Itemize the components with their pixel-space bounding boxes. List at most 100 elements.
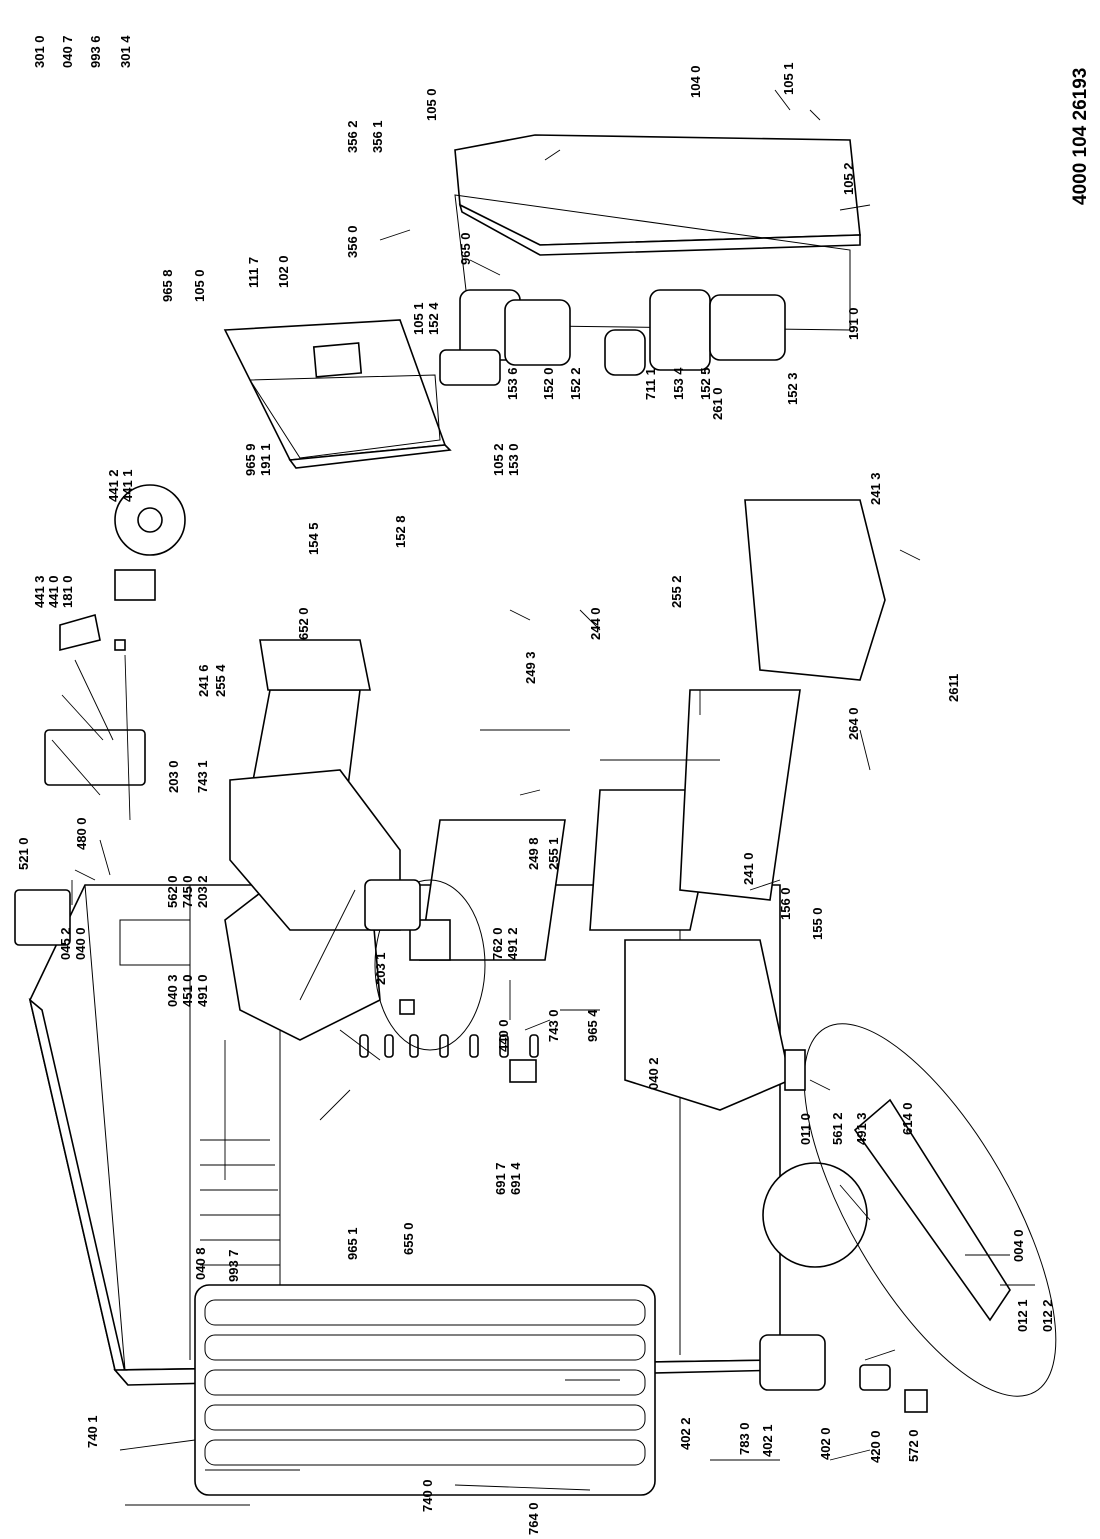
evaporator-assembly xyxy=(224,769,486,1051)
part-label: 743 0 xyxy=(546,1009,561,1042)
part-label: 420 0 xyxy=(868,1430,883,1463)
part-label: 561 2 xyxy=(830,1112,845,1145)
part-label: 152 5 xyxy=(698,367,713,400)
shelves xyxy=(239,639,801,961)
part-label: 045 2 xyxy=(58,927,73,960)
fridge-door xyxy=(454,134,861,331)
part-label: 655 0 xyxy=(401,1222,416,1255)
part-label: 191 0 xyxy=(846,307,861,340)
part-label: 255 2 xyxy=(669,575,684,608)
part-label: 491 0 xyxy=(195,974,210,1007)
part-label: 105 0 xyxy=(192,269,207,302)
part-label: 440 0 xyxy=(496,1019,511,1052)
part-label: 249 8 xyxy=(526,837,541,870)
part-label: 040 3 xyxy=(165,974,180,1007)
part-label: 153 0 xyxy=(506,443,521,476)
part-label: 040 0 xyxy=(73,927,88,960)
part-label: 264 0 xyxy=(846,707,861,740)
part-label: 993 7 xyxy=(226,1249,241,1282)
condenser xyxy=(194,1284,656,1496)
part-label: 480 0 xyxy=(74,817,89,850)
part-label: 301 0 xyxy=(32,35,47,68)
part-label: 152 8 xyxy=(393,515,408,548)
part-label: 241 3 xyxy=(868,472,883,505)
part-label: 965 9 xyxy=(243,443,258,476)
part-label: 152 0 xyxy=(541,367,556,400)
part-label: 451 0 xyxy=(180,974,195,1007)
part-label: 691 4 xyxy=(508,1162,523,1195)
part-label: 104 0 xyxy=(688,65,703,98)
part-label: 743 1 xyxy=(195,760,210,793)
part-label: 562 0 xyxy=(165,875,180,908)
part-label: 004 0 xyxy=(1011,1229,1026,1262)
part-label: 402 0 xyxy=(818,1427,833,1460)
document-number: 4000 104 26193 xyxy=(1070,68,1091,205)
part-label: 155 0 xyxy=(810,907,825,940)
part-label: 745 0 xyxy=(180,875,195,908)
part-label: 011 0 xyxy=(798,1113,813,1145)
part-label: 241 0 xyxy=(741,852,756,885)
fan-motor-assembly xyxy=(59,484,186,652)
part-label: 491 2 xyxy=(505,927,520,960)
part-label: 711 1 xyxy=(643,368,658,400)
part-label: 255 1 xyxy=(546,837,561,870)
control-board xyxy=(14,889,71,946)
part-label: 153 4 xyxy=(671,367,686,400)
part-label: 2611 xyxy=(946,674,961,702)
part-label: 441 0 xyxy=(46,575,61,608)
part-label: 152 4 xyxy=(426,302,441,335)
part-label: 764 0 xyxy=(526,1502,541,1535)
part-label: 740 0 xyxy=(420,1479,435,1512)
part-label: 152 2 xyxy=(568,367,583,400)
compressor-assembly xyxy=(759,1023,1057,1413)
part-label: 181 0 xyxy=(60,575,75,608)
part-label: 965 4 xyxy=(585,1009,600,1042)
part-label: 012 1 xyxy=(1015,1299,1030,1332)
part-label: 105 2 xyxy=(491,443,506,476)
part-label: 356 1 xyxy=(370,120,385,153)
part-label: 012 2 xyxy=(1040,1299,1055,1332)
part-label: 356 0 xyxy=(345,225,360,258)
part-label: 255 4 xyxy=(213,664,228,697)
part-label: 521 0 xyxy=(16,837,31,870)
part-label: 740 1 xyxy=(85,1415,100,1448)
part-label: 652 0 xyxy=(296,607,311,640)
door-bins xyxy=(439,289,786,386)
part-label: 111 7 xyxy=(246,257,261,288)
part-label: 614 0 xyxy=(900,1102,915,1135)
part-label: 356 2 xyxy=(345,120,360,153)
part-label: 441 1 xyxy=(120,469,135,502)
part-label: 441 3 xyxy=(32,575,47,608)
part-label: 965 8 xyxy=(160,269,175,302)
part-label: 203 2 xyxy=(195,875,210,908)
part-label: 105 1 xyxy=(781,62,796,95)
part-label: 191 1 xyxy=(258,443,273,476)
part-label: 965 0 xyxy=(458,232,473,265)
part-label: 491 3 xyxy=(854,1112,869,1145)
part-label: 040 2 xyxy=(646,1057,661,1090)
part-label: 572 0 xyxy=(906,1429,921,1462)
part-label: 965 1 xyxy=(345,1227,360,1260)
part-label: 993 6 xyxy=(88,35,103,68)
part-label: 402 2 xyxy=(678,1417,693,1450)
part-label: 244 0 xyxy=(588,607,603,640)
part-label: 153 6 xyxy=(505,367,520,400)
part-label: 783 0 xyxy=(737,1422,752,1455)
part-label: 301 4 xyxy=(118,35,133,68)
leader-lines xyxy=(51,89,1035,1506)
part-labels: 045 2 040 0 301 0 040 7 993 6 301 4 480 … xyxy=(16,35,1055,1535)
part-label: 154 5 xyxy=(306,522,321,555)
part-label: 156 0 xyxy=(778,887,793,920)
crisper-drawers xyxy=(624,499,886,1111)
part-label: 441 2 xyxy=(106,469,121,502)
part-label: 203 1 xyxy=(373,952,388,985)
part-label: 040 7 xyxy=(60,35,75,68)
part-label: 105 0 xyxy=(424,88,439,121)
part-label: 203 0 xyxy=(166,760,181,793)
part-label: 762 0 xyxy=(490,927,505,960)
part-label: 249 3 xyxy=(523,651,538,684)
cover-plate xyxy=(44,729,146,786)
part-label: 040 8 xyxy=(193,1247,208,1280)
part-label: 261 0 xyxy=(710,387,725,420)
